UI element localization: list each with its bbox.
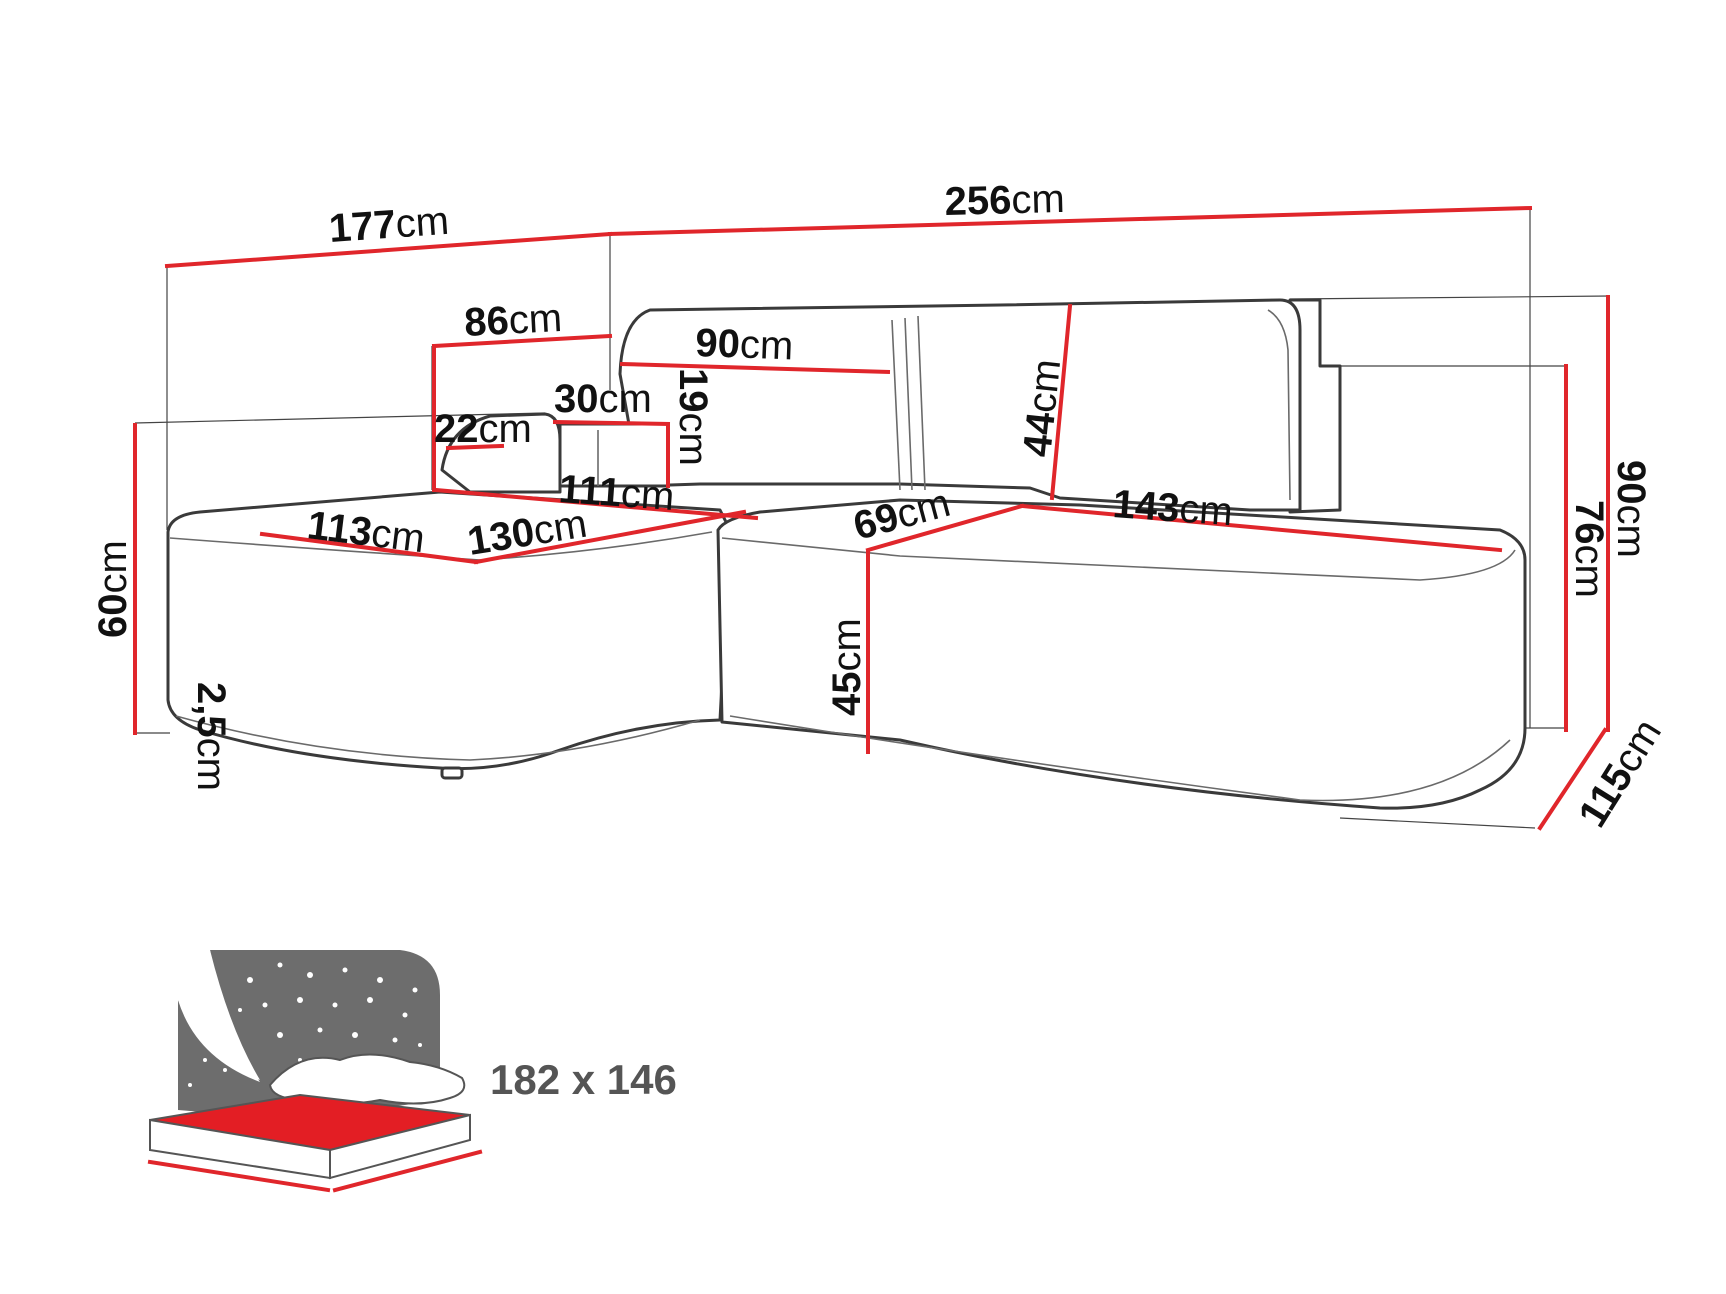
dim-line-69 (865, 503, 1025, 553)
dim-line-113 (259, 531, 479, 565)
label-130: 130cm (465, 502, 590, 564)
label-90-width: 90cm (695, 321, 794, 368)
dimension-labels: 177cm 256cm 86cm 90cm 30cm 19cm 22cm 111… (91, 177, 1670, 835)
dimension-lines (133, 205, 1610, 831)
dim-line-22 (445, 443, 505, 451)
label-111: 111cm (557, 467, 675, 519)
stars (188, 962, 422, 1087)
label-22: 22cm (434, 407, 532, 451)
label-2-5: 2,5cm (189, 682, 233, 791)
dim-line-30 (552, 419, 671, 427)
dim-line-177 (164, 231, 613, 269)
dim-line-256 (607, 205, 1533, 237)
dim-line-44 (1049, 303, 1073, 501)
label-90-height: 90cm (1609, 460, 1653, 558)
label-76: 76cm (1567, 500, 1611, 598)
label-256: 256cm (944, 177, 1065, 224)
label-45: 45cm (825, 618, 869, 716)
label-44: 44cm (1015, 357, 1069, 459)
extension-lines (134, 208, 1611, 829)
label-177: 177cm (328, 199, 451, 251)
label-60: 60cm (91, 540, 135, 638)
dim-line-90w (619, 361, 891, 375)
label-115: 115cm (1570, 712, 1670, 835)
label-113: 113cm (305, 503, 427, 561)
dim-line-130 (473, 509, 747, 565)
dim-line-115 (1537, 727, 1608, 831)
sofa-outline (166, 298, 1527, 810)
label-86: 86cm (463, 296, 563, 345)
dim-line-111 (433, 487, 759, 521)
bed-size-label: 182 x 146 (490, 1056, 677, 1103)
dim-line-143 (1019, 503, 1503, 553)
bed-icon: 182 x 146 (147, 950, 677, 1193)
dim-line-86 (431, 333, 613, 349)
label-143: 143cm (1111, 482, 1234, 534)
label-19: 19cm (671, 368, 715, 466)
label-30: 30cm (554, 377, 652, 421)
